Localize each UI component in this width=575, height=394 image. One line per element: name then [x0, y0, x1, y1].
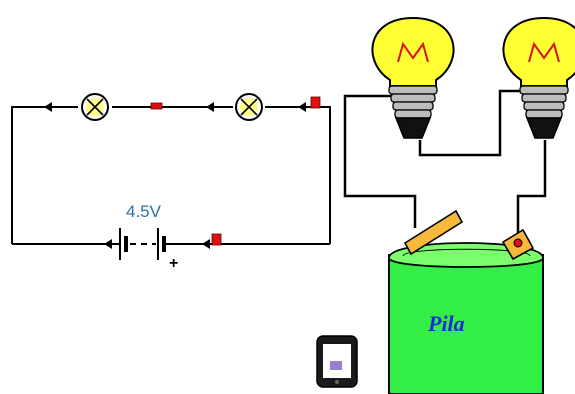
positive-sign: +: [169, 255, 178, 272]
voltage-label: 4.5V: [126, 202, 162, 221]
switch-marker[interactable]: [310, 96, 321, 109]
node-arrow: [104, 239, 112, 249]
battery-body: [388, 254, 544, 394]
light-bulb-icon[interactable]: [371, 16, 455, 139]
battery-label: Pila: [427, 311, 465, 336]
wire-right-loop: [516, 140, 547, 237]
node-arrow: [202, 239, 210, 249]
switch-marker[interactable]: [211, 233, 222, 246]
node-arrow: [44, 102, 52, 112]
schematic-wire-top-left: [11, 106, 78, 244]
node-arrow: [298, 102, 306, 112]
schematic-nodes: [44, 102, 306, 249]
battery-terminal-negative[interactable]: [403, 209, 464, 256]
lamp-symbol-icon[interactable]: [235, 93, 263, 121]
pictorial-wires: [343, 89, 547, 237]
node-arrow: [206, 102, 214, 112]
switch-marker[interactable]: [150, 102, 163, 110]
light-bulb-icon[interactable]: [502, 16, 575, 139]
wire-between-bulbs: [418, 89, 520, 157]
battery-symbol-icon: [119, 228, 166, 260]
red-markers: [150, 96, 321, 246]
mobile-phone-icon[interactable]: [316, 335, 358, 388]
battery-terminal-positive[interactable]: [501, 228, 535, 261]
schematic-diagram: [11, 106, 331, 245]
schematic-wire-top-right: [265, 106, 331, 244]
lamp-symbol-icon[interactable]: [81, 93, 109, 121]
battery-pila[interactable]: Pila: [388, 242, 544, 394]
wire-left-loop: [343, 94, 417, 228]
